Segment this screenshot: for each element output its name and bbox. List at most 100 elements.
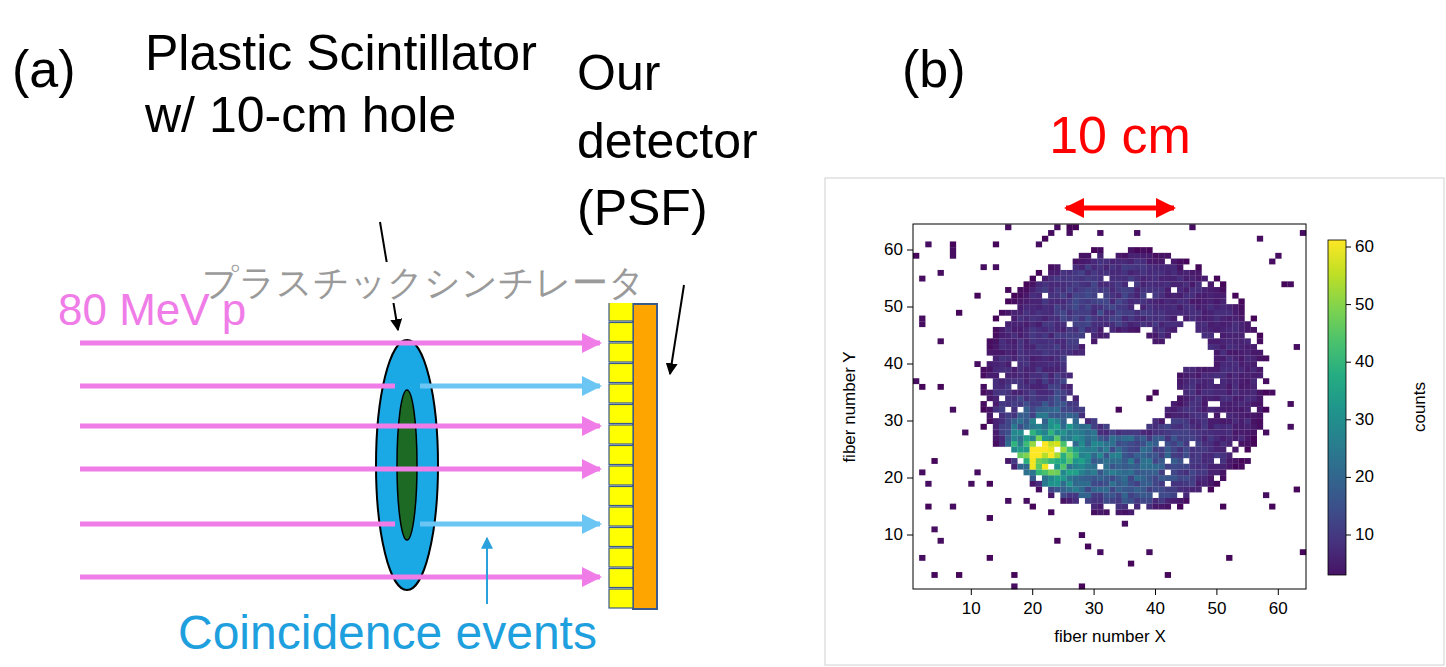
heat-cell <box>1073 412 1079 418</box>
heat-cell <box>1091 316 1097 322</box>
heat-cell <box>1214 418 1220 424</box>
heat-cell <box>1183 481 1189 487</box>
heat-cell <box>1109 435 1115 441</box>
heat-cell <box>1195 316 1201 322</box>
heat-cell <box>1140 316 1146 322</box>
heat-cell <box>1048 458 1054 464</box>
heat-cell <box>1073 401 1079 407</box>
heat-cell <box>1140 304 1146 310</box>
heat-cell <box>1140 264 1146 270</box>
heat-cell <box>1165 572 1171 578</box>
heat-cell <box>1005 350 1011 356</box>
heat-cell <box>1232 327 1238 333</box>
heat-cell <box>1024 447 1030 453</box>
heat-cell <box>1036 344 1042 350</box>
heat-cell <box>1097 469 1103 475</box>
heat-cell <box>1171 441 1177 447</box>
heat-cell <box>1073 304 1079 310</box>
heat-cell <box>1195 481 1201 487</box>
heat-cell <box>1073 327 1079 333</box>
heat-cell <box>1171 270 1177 276</box>
tick-label: 10 <box>962 599 981 619</box>
heat-cell <box>1152 458 1158 464</box>
heat-cell <box>1165 452 1171 458</box>
heat-cell <box>999 367 1005 373</box>
heat-cell <box>1134 298 1140 304</box>
heat-cell <box>1042 361 1048 367</box>
heat-cell <box>1073 430 1079 436</box>
heat-cell <box>1030 361 1036 367</box>
heat-cell <box>1208 390 1214 396</box>
heat-cell <box>1048 469 1054 475</box>
heat-cell <box>1067 487 1073 493</box>
heat-cell <box>1122 327 1128 333</box>
heat-cell <box>1232 447 1238 453</box>
heat-cell <box>1202 481 1208 487</box>
heat-cell <box>1202 304 1208 310</box>
heat-cell <box>1024 281 1030 287</box>
heat-cell <box>1073 276 1079 282</box>
heat-cell <box>1091 321 1097 327</box>
heat-cell <box>1195 395 1201 401</box>
heat-cell <box>1060 327 1066 333</box>
heat-cell <box>1017 441 1023 447</box>
heat-cell <box>1208 458 1214 464</box>
heat-cell <box>1232 338 1238 344</box>
heat-cell <box>974 293 980 299</box>
heat-cell <box>919 555 925 561</box>
heat-cell <box>1085 475 1091 481</box>
detector-cell <box>609 466 633 485</box>
heat-cell <box>1165 492 1171 498</box>
heat-cell <box>1238 361 1244 367</box>
heat-cell <box>1245 327 1251 333</box>
heat-cell <box>1073 270 1079 276</box>
heat-cell <box>1146 281 1152 287</box>
heat-cell <box>1128 435 1134 441</box>
heat-cell <box>1152 259 1158 265</box>
heat-cell <box>1054 475 1060 481</box>
heat-cell <box>1146 481 1152 487</box>
heat-cell <box>1220 452 1226 458</box>
heat-cell <box>1251 430 1257 436</box>
heat-cell <box>1060 498 1066 504</box>
heat-cell <box>1189 469 1195 475</box>
heat-cell <box>1030 384 1036 390</box>
heat-cell <box>1220 430 1226 436</box>
heat-cell <box>1085 293 1091 299</box>
heat-cell <box>1140 475 1146 481</box>
heat-cell <box>1085 469 1091 475</box>
heat-cell <box>1226 458 1232 464</box>
heat-cell <box>1208 281 1214 287</box>
heat-cell <box>1097 316 1103 322</box>
heat-cell <box>1085 276 1091 282</box>
heat-cell <box>1232 435 1238 441</box>
heat-cell <box>1208 298 1214 304</box>
heat-cell <box>1067 350 1073 356</box>
heat-cell <box>1183 367 1189 373</box>
heat-cell <box>1128 469 1134 475</box>
heat-cell <box>1024 373 1030 379</box>
heat-cell <box>1122 287 1128 293</box>
heat-cell <box>1152 435 1158 441</box>
heat-cell <box>1079 464 1085 470</box>
heat-cell <box>1251 316 1257 322</box>
heat-cell <box>987 412 993 418</box>
heat-cell <box>1195 441 1201 447</box>
heat-cell <box>1232 367 1238 373</box>
heat-cell <box>1238 458 1244 464</box>
heat-cell <box>1226 384 1232 390</box>
heat-cell <box>1103 287 1109 293</box>
heat-cell <box>931 572 937 578</box>
heat-cell <box>1073 407 1079 413</box>
heat-cell <box>1165 310 1171 316</box>
heat-cell <box>1067 435 1073 441</box>
heat-cell <box>1257 333 1263 339</box>
heat-cell <box>1103 281 1109 287</box>
heat-cell <box>1116 327 1122 333</box>
heat-cell <box>1054 270 1060 276</box>
heat-cell <box>1011 373 1017 379</box>
heat-cell <box>1165 321 1171 327</box>
heat-cell <box>1042 338 1048 344</box>
heat-cell <box>1060 293 1066 299</box>
heat-cell <box>1165 327 1171 333</box>
